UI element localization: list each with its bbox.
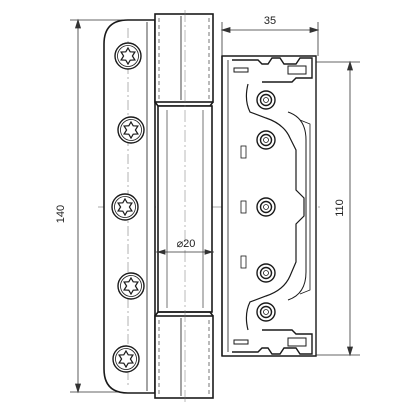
hinge-knuckle <box>154 13 214 399</box>
dimension-overall-height-label: 140 <box>55 205 67 223</box>
dimension-mount-height-label: 110 <box>334 199 346 217</box>
leaf-torx-screw-5-icon <box>112 345 140 373</box>
leaf-torx-screw-3-icon <box>111 193 139 221</box>
body-screw-5-icon <box>256 302 276 322</box>
body-screw-4-icon <box>256 263 276 283</box>
knuckle-details <box>158 10 210 404</box>
leaf-torx-screw-1-icon <box>114 42 142 70</box>
leaf-torx-screw-4-icon <box>117 272 145 300</box>
leaf-torx-screw-2-icon <box>117 116 145 144</box>
dimension-width <box>220 22 320 56</box>
dimension-mount-height <box>316 60 360 357</box>
body-screw-2-icon <box>256 130 276 150</box>
body-screw-1-icon <box>256 90 276 110</box>
dimension-pin-diameter <box>156 249 214 255</box>
dimension-width-label: 35 <box>264 15 276 27</box>
body-screw-3-icon <box>256 197 276 217</box>
dimension-pin-diameter-label: ⌀20 <box>177 238 196 250</box>
